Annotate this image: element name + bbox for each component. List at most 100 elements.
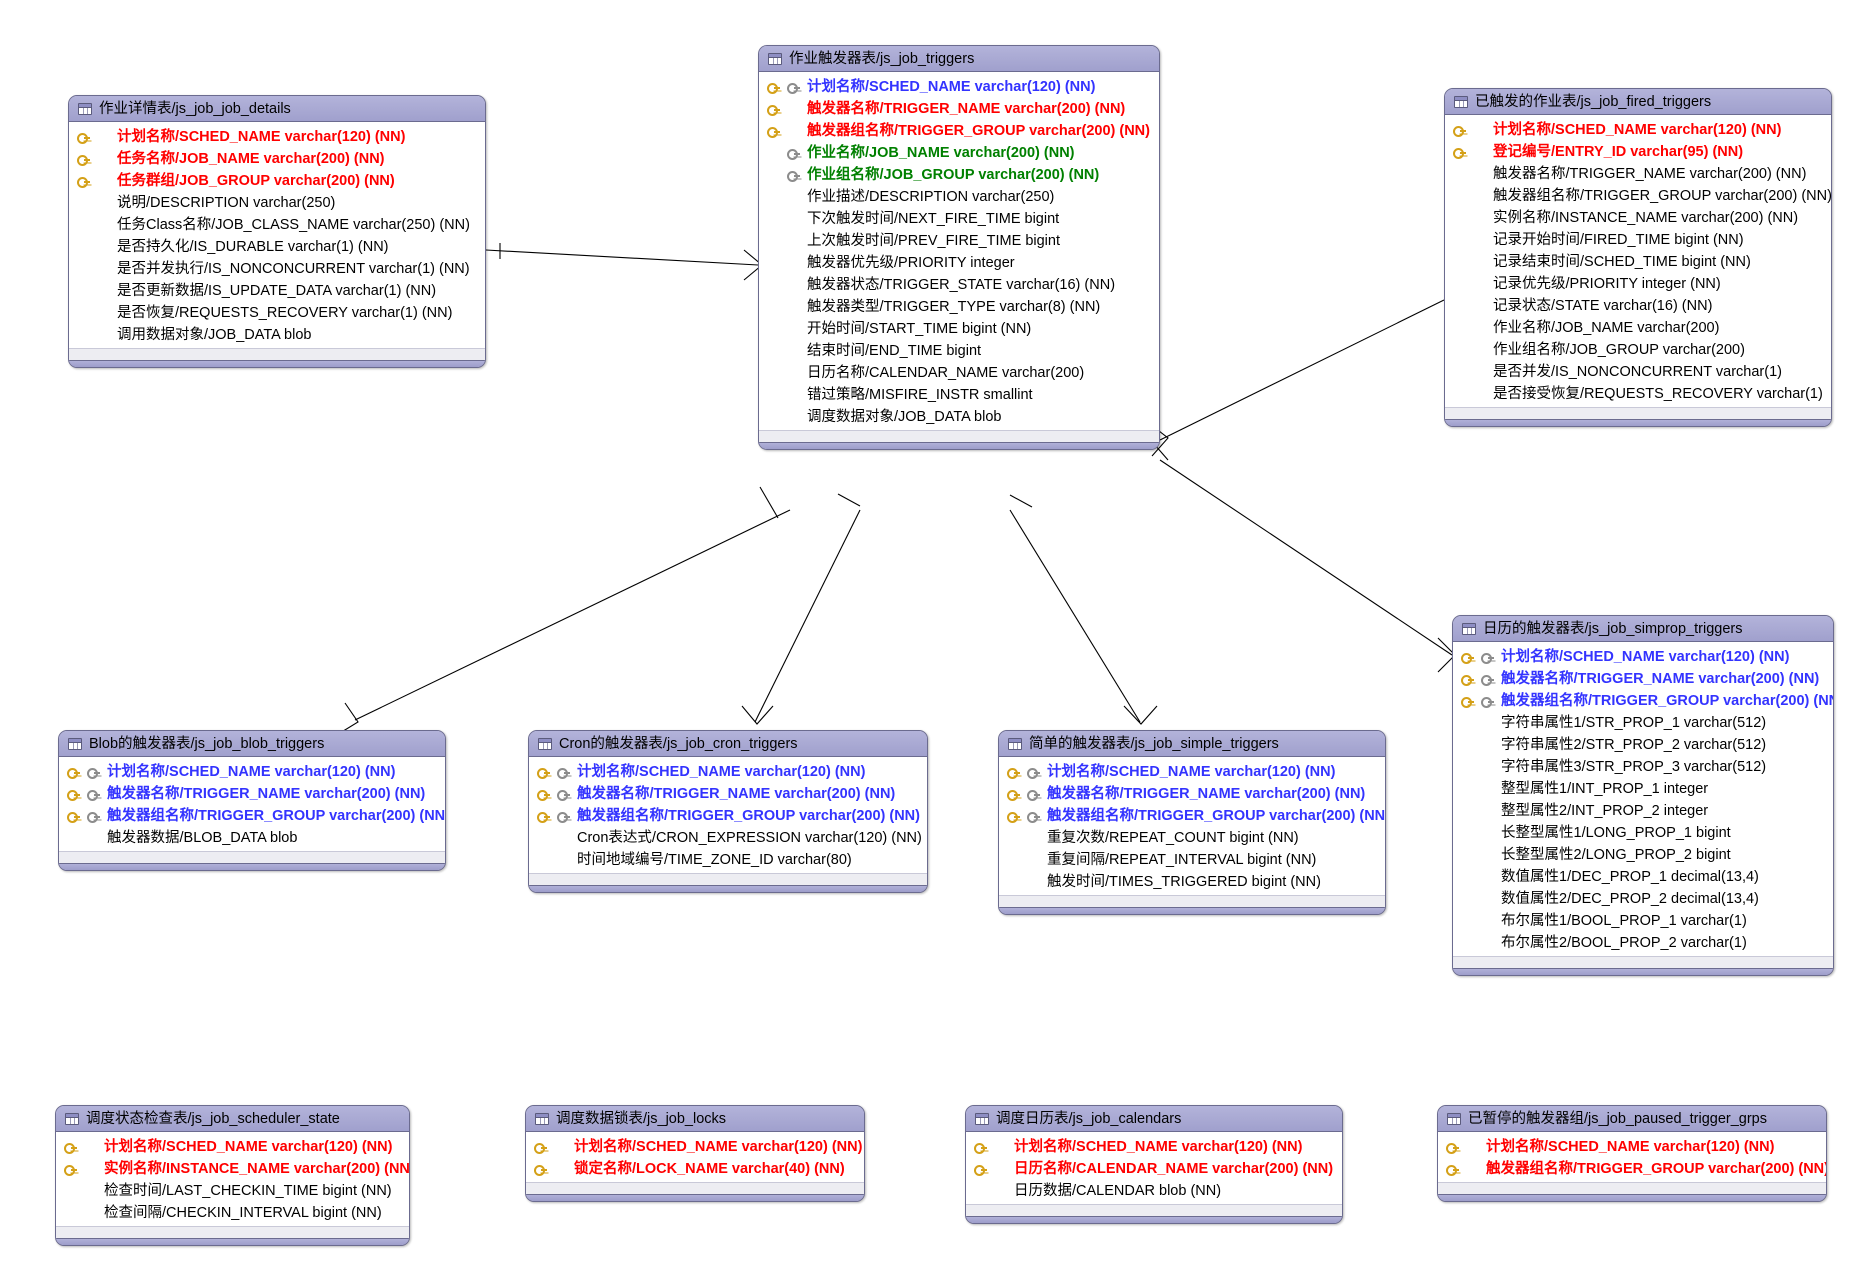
attribute-row[interactable]: 是否持久化/IS_DURABLE varchar(1) (NN) (73, 236, 476, 258)
attribute-row[interactable]: 实例名称/INSTANCE_NAME varchar(200) (NN) (1449, 207, 1822, 229)
attribute-row[interactable]: 实例名称/INSTANCE_NAME varchar(200) (NN) (60, 1158, 409, 1180)
attribute-row[interactable]: 检查间隔/CHECKIN_INTERVAL bigint (NN) (60, 1202, 400, 1224)
attribute-row[interactable]: 错过策略/MISFIRE_INSTR smallint (763, 384, 1150, 406)
attribute-row[interactable]: 任务群组/JOB_GROUP varchar(200) (NN) (73, 170, 476, 192)
attribute-row[interactable]: 触发器组名称/TRIGGER_GROUP varchar(200) (NN) (533, 805, 920, 827)
entity-locks[interactable]: 调度数据锁表/js_job_locks 计划名称/SCHED_NAME varch… (525, 1105, 865, 1202)
attribute-row[interactable]: 计划名称/SCHED_NAME varchar(120) (NN) (763, 76, 1150, 98)
attribute-row[interactable]: 检查时间/LAST_CHECKIN_TIME bigint (NN) (60, 1180, 400, 1202)
attribute-row[interactable]: 触发器组名称/TRIGGER_GROUP varchar(200) (NN) (1457, 690, 1833, 712)
attribute-row[interactable]: 调用数据对象/JOB_DATA blob (73, 324, 476, 346)
attribute-row[interactable]: 触发器组名称/TRIGGER_GROUP varchar(200) (NN) (63, 805, 445, 827)
attribute-row[interactable]: 锁定名称/LOCK_NAME varchar(40) (NN) (530, 1158, 855, 1180)
attribute-row[interactable]: 上次触发时间/PREV_FIRE_TIME bigint (763, 230, 1150, 252)
attribute-row[interactable]: 是否更新数据/IS_UPDATE_DATA varchar(1) (NN) (73, 280, 476, 302)
attribute-row[interactable]: 长整型属性1/LONG_PROP_1 bigint (1457, 822, 1824, 844)
attribute-row[interactable]: 触发器名称/TRIGGER_NAME varchar(200) (NN) (1449, 163, 1822, 185)
attribute-row[interactable]: 计划名称/SCHED_NAME varchar(120) (NN) (73, 126, 476, 148)
attribute-row[interactable]: 布尔属性2/BOOL_PROP_2 varchar(1) (1457, 932, 1824, 954)
attribute-row[interactable]: 触发器组名称/TRIGGER_GROUP varchar(200) (NN) (1003, 805, 1385, 827)
entity-job_triggers[interactable]: 作业触发器表/js_job_triggers 计划名称/SCHED_NAME va… (758, 45, 1160, 450)
attribute-row[interactable]: 日历名称/CALENDAR_NAME varchar(200) (763, 362, 1150, 384)
attribute-row[interactable]: 计划名称/SCHED_NAME varchar(120) (NN) (1442, 1136, 1817, 1158)
entity-header-blob_triggers[interactable]: Blob的触发器表/js_job_blob_triggers (59, 731, 445, 757)
attribute-row[interactable]: 作业组名称/JOB_GROUP varchar(200) (NN) (763, 164, 1150, 186)
attribute-row[interactable]: 字符串属性3/STR_PROP_3 varchar(512) (1457, 756, 1824, 778)
attribute-row[interactable]: 计划名称/SCHED_NAME varchar(120) (NN) (1003, 761, 1376, 783)
entity-fired_triggers[interactable]: 已触发的作业表/js_job_fired_triggers 计划名称/SCHED_… (1444, 88, 1832, 427)
attribute-row[interactable]: 计划名称/SCHED_NAME varchar(120) (NN) (63, 761, 436, 783)
attribute-row[interactable]: 长整型属性2/LONG_PROP_2 bigint (1457, 844, 1824, 866)
attribute-row[interactable]: 是否并发/IS_NONCONCURRENT varchar(1) (1449, 361, 1822, 383)
attribute-row[interactable]: 触发器组名称/TRIGGER_GROUP varchar(200) (NN) (763, 120, 1150, 142)
attribute-row[interactable]: 数值属性1/DEC_PROP_1 decimal(13,4) (1457, 866, 1824, 888)
entity-calendars[interactable]: 调度日历表/js_job_calendars 计划名称/SCHED_NAME va… (965, 1105, 1343, 1224)
attribute-row[interactable]: 整型属性2/INT_PROP_2 integer (1457, 800, 1824, 822)
entity-header-paused_trigger_grps[interactable]: 已暂停的触发器组/js_job_paused_trigger_grps (1438, 1106, 1826, 1132)
attribute-row[interactable]: 触发器优先级/PRIORITY integer (763, 252, 1150, 274)
attribute-row[interactable]: 触发器名称/TRIGGER_NAME varchar(200) (NN) (1003, 783, 1376, 805)
entity-header-scheduler_state[interactable]: 调度状态检查表/js_job_scheduler_state (56, 1106, 409, 1132)
attribute-row[interactable]: 字符串属性1/STR_PROP_1 varchar(512) (1457, 712, 1824, 734)
attribute-row[interactable]: 重复间隔/REPEAT_INTERVAL bigint (NN) (1003, 849, 1376, 871)
entity-header-locks[interactable]: 调度数据锁表/js_job_locks (526, 1106, 864, 1132)
attribute-row[interactable]: 日历名称/CALENDAR_NAME varchar(200) (NN) (970, 1158, 1333, 1180)
attribute-row[interactable]: 任务名称/JOB_NAME varchar(200) (NN) (73, 148, 476, 170)
entity-header-calendars[interactable]: 调度日历表/js_job_calendars (966, 1106, 1342, 1132)
attribute-row[interactable]: 任务Class名称/JOB_CLASS_NAME varchar(250) (N… (73, 214, 476, 236)
attribute-row[interactable]: 计划名称/SCHED_NAME varchar(120) (NN) (970, 1136, 1333, 1158)
entity-blob_triggers[interactable]: Blob的触发器表/js_job_blob_triggers 计划名称/SCHED… (58, 730, 446, 871)
attribute-row[interactable]: 触发时间/TIMES_TRIGGERED bigint (NN) (1003, 871, 1376, 893)
attribute-row[interactable]: 计划名称/SCHED_NAME varchar(120) (NN) (60, 1136, 400, 1158)
attribute-row[interactable]: 是否恢复/REQUESTS_RECOVERY varchar(1) (NN) (73, 302, 476, 324)
entity-header-fired_triggers[interactable]: 已触发的作业表/js_job_fired_triggers (1445, 89, 1831, 115)
attribute-row[interactable]: 整型属性1/INT_PROP_1 integer (1457, 778, 1824, 800)
attribute-row[interactable]: 说明/DESCRIPTION varchar(250) (73, 192, 476, 214)
entity-header-simprop_triggers[interactable]: 日历的触发器表/js_job_simprop_triggers (1453, 616, 1833, 642)
attribute-row[interactable]: Cron表达式/CRON_EXPRESSION varchar(120) (NN… (533, 827, 922, 849)
attribute-row[interactable]: 日历数据/CALENDAR blob (NN) (970, 1180, 1333, 1202)
attribute-row[interactable]: 字符串属性2/STR_PROP_2 varchar(512) (1457, 734, 1824, 756)
attribute-row[interactable]: 计划名称/SCHED_NAME varchar(120) (NN) (1449, 119, 1822, 141)
attribute-row[interactable]: 触发器数据/BLOB_DATA blob (63, 827, 436, 849)
attribute-row[interactable]: 触发器名称/TRIGGER_NAME varchar(200) (NN) (763, 98, 1150, 120)
entity-scheduler_state[interactable]: 调度状态检查表/js_job_scheduler_state 计划名称/SCHED… (55, 1105, 410, 1246)
attribute-row[interactable]: 记录优先级/PRIORITY integer (NN) (1449, 273, 1822, 295)
entity-job_details[interactable]: 作业详情表/js_job_job_details 计划名称/SCHED_NAME … (68, 95, 486, 368)
attribute-row[interactable]: 触发器状态/TRIGGER_STATE varchar(16) (NN) (763, 274, 1150, 296)
attribute-row[interactable]: 触发器名称/TRIGGER_NAME varchar(200) (NN) (1457, 668, 1824, 690)
attribute-row[interactable]: 结束时间/END_TIME bigint (763, 340, 1150, 362)
entity-header-cron_triggers[interactable]: Cron的触发器表/js_job_cron_triggers (529, 731, 927, 757)
attribute-row[interactable]: 触发器组名称/TRIGGER_GROUP varchar(200) (NN) (1442, 1158, 1826, 1180)
attribute-row[interactable]: 下次触发时间/NEXT_FIRE_TIME bigint (763, 208, 1150, 230)
attribute-row[interactable]: 计划名称/SCHED_NAME varchar(120) (NN) (533, 761, 918, 783)
entity-header-job_triggers[interactable]: 作业触发器表/js_job_triggers (759, 46, 1159, 72)
attribute-row[interactable]: 触发器组名称/TRIGGER_GROUP varchar(200) (NN) (1449, 185, 1831, 207)
attribute-row[interactable]: 触发器名称/TRIGGER_NAME varchar(200) (NN) (533, 783, 918, 805)
attribute-row[interactable]: 登记编号/ENTRY_ID varchar(95) (NN) (1449, 141, 1822, 163)
attribute-row[interactable]: 记录结束时间/SCHED_TIME bigint (NN) (1449, 251, 1822, 273)
entity-paused_trigger_grps[interactable]: 已暂停的触发器组/js_job_paused_trigger_grps 计划名称/… (1437, 1105, 1827, 1202)
attribute-row[interactable]: 作业名称/JOB_NAME varchar(200) (NN) (763, 142, 1150, 164)
attribute-row[interactable]: 时间地域编号/TIME_ZONE_ID varchar(80) (533, 849, 918, 871)
attribute-row[interactable]: 重复次数/REPEAT_COUNT bigint (NN) (1003, 827, 1376, 849)
attribute-row[interactable]: 记录状态/STATE varchar(16) (NN) (1449, 295, 1822, 317)
attribute-row[interactable]: 作业描述/DESCRIPTION varchar(250) (763, 186, 1150, 208)
attribute-row[interactable]: 触发器名称/TRIGGER_NAME varchar(200) (NN) (63, 783, 436, 805)
entity-simprop_triggers[interactable]: 日历的触发器表/js_job_simprop_triggers 计划名称/SCHE… (1452, 615, 1834, 976)
entity-header-simple_triggers[interactable]: 简单的触发器表/js_job_simple_triggers (999, 731, 1385, 757)
entity-simple_triggers[interactable]: 简单的触发器表/js_job_simple_triggers 计划名称/SCHED… (998, 730, 1386, 915)
attribute-row[interactable]: 是否并发执行/IS_NONCONCURRENT varchar(1) (NN) (73, 258, 476, 280)
attribute-row[interactable]: 计划名称/SCHED_NAME varchar(120) (NN) (1457, 646, 1824, 668)
attribute-row[interactable]: 作业组名称/JOB_GROUP varchar(200) (1449, 339, 1822, 361)
attribute-row[interactable]: 记录开始时间/FIRED_TIME bigint (NN) (1449, 229, 1822, 251)
attribute-row[interactable]: 布尔属性1/BOOL_PROP_1 varchar(1) (1457, 910, 1824, 932)
entity-cron_triggers[interactable]: Cron的触发器表/js_job_cron_triggers 计划名称/SCHED… (528, 730, 928, 893)
entity-header-job_details[interactable]: 作业详情表/js_job_job_details (69, 96, 485, 122)
attribute-row[interactable]: 开始时间/START_TIME bigint (NN) (763, 318, 1150, 340)
attribute-row[interactable]: 调度数据对象/JOB_DATA blob (763, 406, 1150, 428)
attribute-row[interactable]: 作业名称/JOB_NAME varchar(200) (1449, 317, 1822, 339)
attribute-row[interactable]: 计划名称/SCHED_NAME varchar(120) (NN) (530, 1136, 862, 1158)
attribute-row[interactable]: 数值属性2/DEC_PROP_2 decimal(13,4) (1457, 888, 1824, 910)
attribute-row[interactable]: 是否接受恢复/REQUESTS_RECOVERY varchar(1) (1449, 383, 1823, 405)
